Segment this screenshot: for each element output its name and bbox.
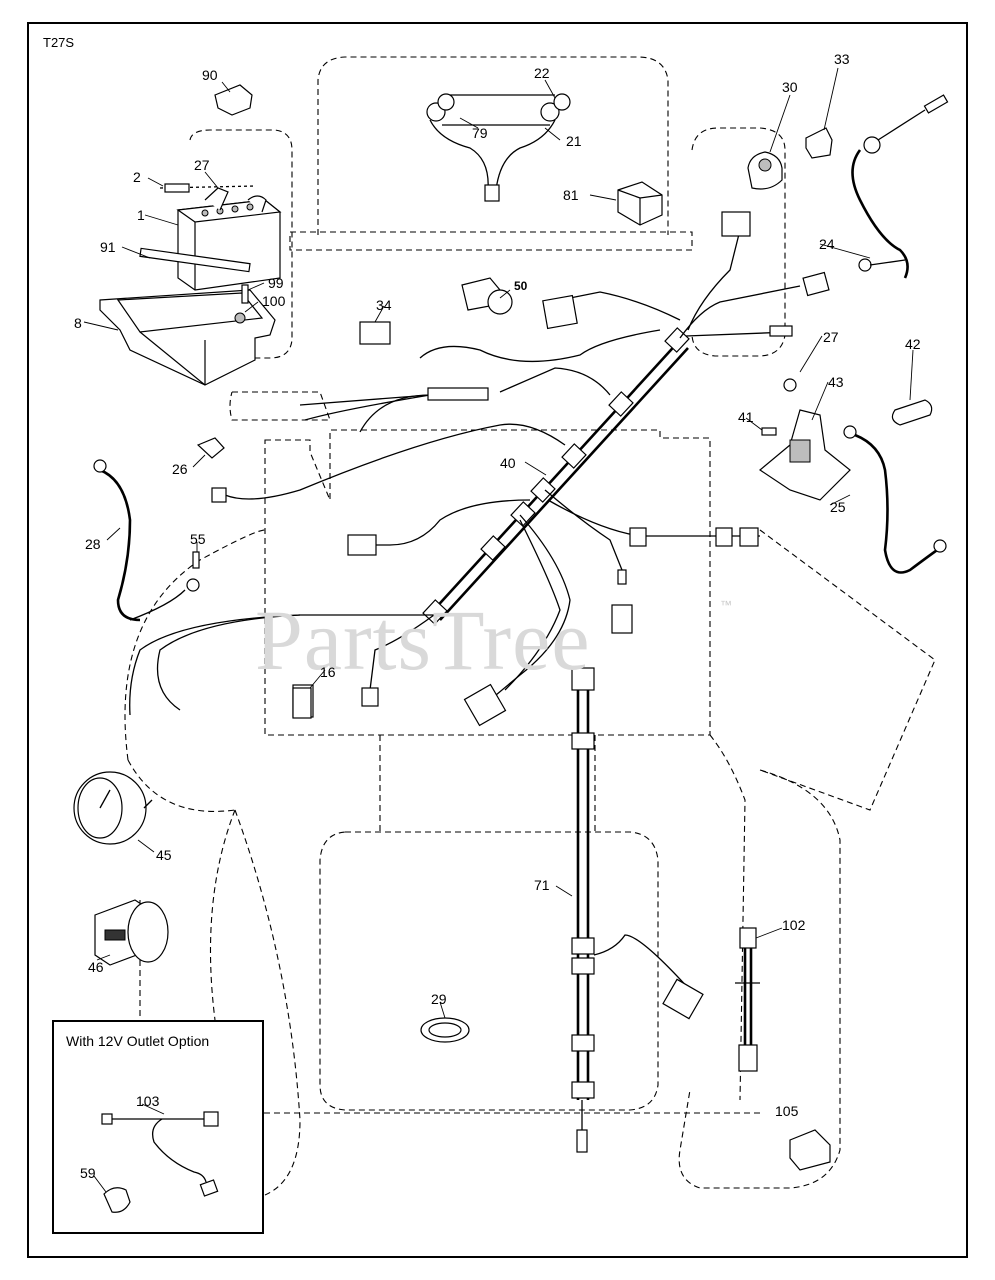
part-90	[214, 84, 253, 116]
callout-46: 46	[88, 959, 104, 975]
callout-16: 16	[320, 664, 336, 680]
callout-50: 50	[514, 279, 528, 293]
callout-27b: 27	[823, 329, 839, 345]
callout-55: 55	[190, 531, 206, 547]
main-harness-40	[129, 229, 801, 716]
part-105	[789, 1129, 831, 1171]
hour-meter-46	[94, 899, 169, 966]
callout-91: 91	[100, 239, 116, 255]
connector-right-tube	[611, 527, 759, 634]
callout-34: 34	[376, 297, 392, 313]
callout-59: 59	[80, 1165, 96, 1181]
leader-lines	[83, 67, 914, 1019]
switch-50	[461, 277, 513, 315]
gauge-45	[73, 771, 153, 845]
inset-title: With 12V Outlet Option	[66, 1033, 210, 1049]
callout-42: 42	[905, 336, 921, 352]
watermark-text: PartsTree	[255, 592, 591, 688]
callout-105: 105	[775, 1103, 799, 1119]
key-switch-30	[747, 151, 783, 190]
callout-30: 30	[782, 79, 798, 95]
callout-40: 40	[500, 455, 516, 471]
callout-99: 99	[268, 275, 284, 291]
callout-21: 21	[566, 133, 582, 149]
callout-28: 28	[85, 536, 101, 552]
callout-71: 71	[534, 877, 550, 893]
callout-29: 29	[431, 991, 447, 1007]
cable-28	[93, 459, 200, 622]
callout-8: 8	[74, 315, 82, 331]
relay-81	[617, 181, 663, 226]
part-26	[196, 437, 225, 459]
callout-33: 33	[834, 51, 850, 67]
harness-71	[571, 667, 704, 1153]
callout-103: 103	[136, 1093, 160, 1109]
callout-24: 24	[819, 236, 835, 252]
battery-group	[99, 183, 282, 386]
harness-102	[735, 927, 760, 1072]
tractor-outline	[124, 56, 936, 1196]
watermark-trademark: ™	[720, 598, 732, 612]
part-29	[420, 1017, 470, 1043]
headlight-harness	[426, 93, 571, 202]
inset-harness-103	[93, 1103, 219, 1213]
callout-27a: 27	[194, 157, 210, 173]
callout-100: 100	[262, 293, 286, 309]
part-16	[292, 687, 312, 719]
cable-24	[851, 94, 949, 279]
solenoid-group	[758, 378, 947, 574]
callout-43: 43	[828, 374, 844, 390]
callout-81: 81	[563, 187, 579, 203]
callout-1: 1	[137, 207, 145, 223]
inset-12v-outlet-option: With 12V Outlet Option 103 59	[52, 1020, 264, 1234]
callout-45: 45	[156, 847, 172, 863]
diagram-code: T27S	[43, 35, 75, 50]
callout-25: 25	[830, 499, 846, 515]
callout-102: 102	[782, 917, 806, 933]
callout-90: 90	[202, 67, 218, 83]
part-33	[805, 127, 833, 159]
callout-41: 41	[738, 409, 754, 425]
diagram-frame	[27, 22, 968, 1258]
callout-79: 79	[472, 125, 488, 141]
callout-2: 2	[133, 169, 141, 185]
callout-26: 26	[172, 461, 188, 477]
callout-22: 22	[534, 65, 550, 81]
